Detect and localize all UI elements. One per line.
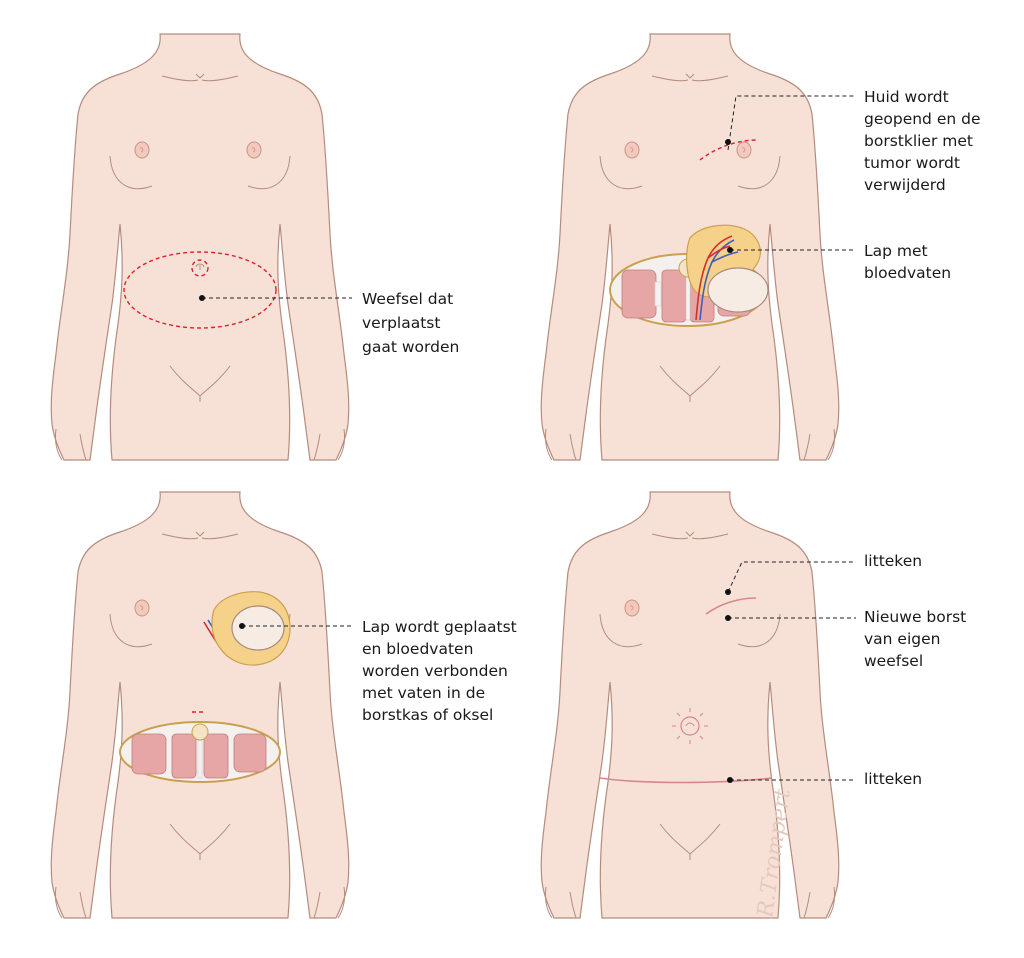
tissue-flap: [686, 224, 769, 321]
panel-3: Lap wordt geplaatst en bloedvaten worden…: [50, 491, 522, 919]
torso-figure: [50, 491, 350, 919]
torso-figure: [540, 491, 840, 919]
label-new-breast: Nieuwe borst van eigen weefsel: [864, 608, 971, 670]
abdominal-tissue-outline: [123, 251, 277, 329]
nipple-icon: [624, 599, 640, 617]
nipple-icon: [134, 599, 150, 617]
navel-incision: [191, 259, 209, 277]
tissue-flap: [203, 591, 291, 666]
label-scar-breast: litteken: [864, 552, 922, 570]
label-tissue-to-move: Weefsel dat verplaatst gaat worden: [362, 290, 459, 356]
nipple-icon: [246, 141, 262, 159]
panel-4: litteken Nieuwe borst van eigen weefsel …: [540, 491, 971, 920]
leader-line: [727, 95, 856, 151]
nipple-icon: [624, 141, 640, 159]
panel-2: Huid wordt geopend en de borstklier met …: [540, 33, 985, 461]
pointer-dot: [725, 139, 731, 145]
nipple-icon: [736, 141, 752, 159]
label-flap-placed: Lap wordt geplaatst en bloedvaten worden…: [362, 618, 522, 724]
label-flap-with-vessels: Lap met bloedvaten: [864, 242, 951, 282]
torso-figure: [50, 33, 350, 461]
abdominal-opening: [119, 721, 281, 783]
panel-1: Weefsel dat verplaatst gaat worden: [50, 33, 459, 461]
label-skin-opened: Huid wordt geopend en de borstklier met …: [864, 88, 985, 194]
pointer-dot: [725, 615, 731, 621]
pointer-dot: [199, 295, 205, 301]
nipple-icon: [134, 141, 150, 159]
pointer-dot: [727, 777, 733, 783]
pointer-dot: [239, 623, 245, 629]
breast-scar: [705, 597, 757, 615]
bellybutton-scar-icon: [672, 708, 708, 744]
pointer-dot: [727, 247, 733, 253]
pointer-dot: [725, 589, 731, 595]
label-scar-abdomen: litteken: [864, 770, 922, 788]
